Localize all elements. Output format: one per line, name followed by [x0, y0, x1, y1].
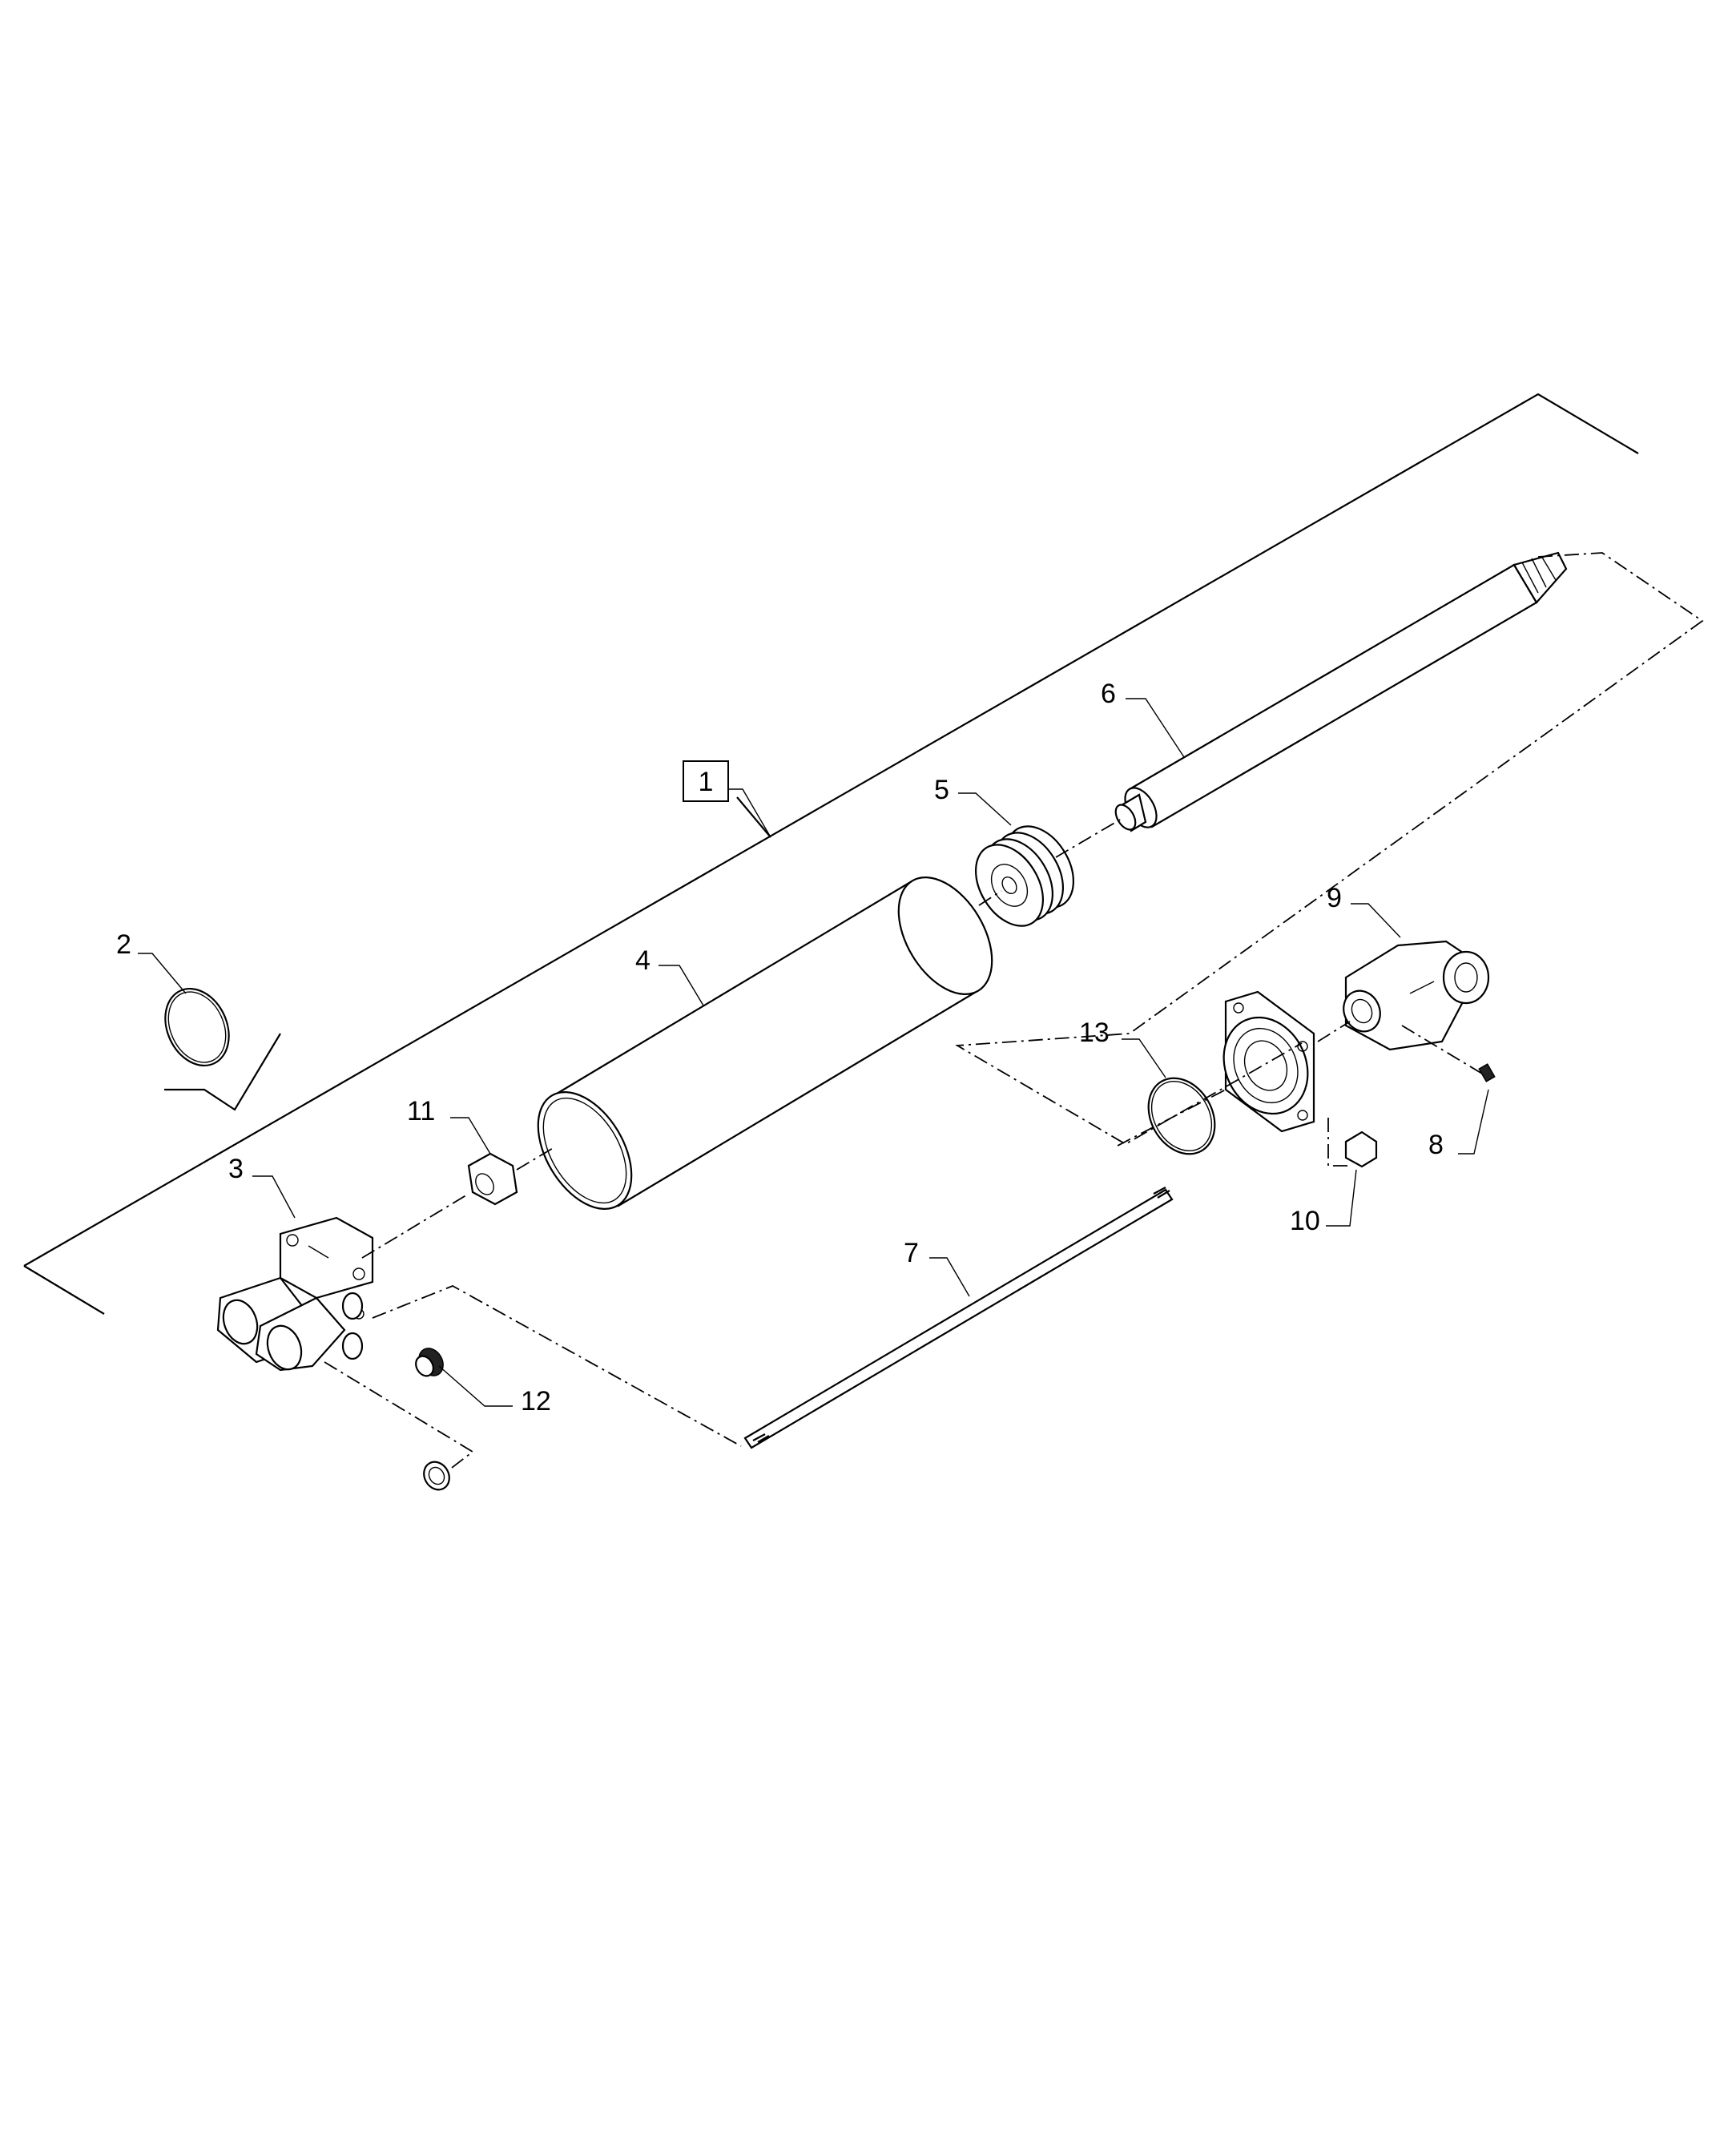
part-9-rod-clevis[interactable] [1337, 940, 1490, 1051]
assembly-bracket [23, 393, 1639, 1315]
callout-12-label: 12 [521, 1386, 551, 1417]
callout-11-label: 11 [407, 1096, 435, 1126]
callout-1[interactable]: 1 [683, 760, 771, 838]
callout-5[interactable]: 5 [934, 775, 1012, 826]
callout-7-label: 7 [904, 1238, 919, 1268]
callout-13-label: 13 [1079, 1018, 1110, 1048]
part-10-nut[interactable] [1344, 1130, 1378, 1168]
gland-housing [1222, 990, 1315, 1133]
part-13-o-ring[interactable] [1135, 1066, 1228, 1167]
callout-6-label: 6 [1101, 679, 1116, 709]
callout-13[interactable]: 13 [1079, 1018, 1166, 1078]
callout-8-label: 8 [1428, 1130, 1444, 1160]
callout-9-label: 9 [1327, 883, 1342, 913]
callout-7[interactable]: 7 [904, 1238, 970, 1297]
callout-9[interactable]: 9 [1327, 883, 1401, 938]
part-4-barrel-tube[interactable] [519, 861, 1012, 1226]
part-8-set-screw[interactable] [1478, 1063, 1496, 1082]
callout-3[interactable]: 3 [228, 1154, 296, 1219]
callout-2[interactable]: 2 [116, 929, 187, 994]
callout-6[interactable]: 6 [1101, 679, 1185, 758]
part-12-fitting[interactable] [413, 1344, 448, 1380]
part-5-piston[interactable] [962, 814, 1087, 937]
part-6-piston-rod[interactable] [1112, 551, 1568, 833]
plug-fitting [423, 1461, 450, 1491]
callout-5-label: 5 [934, 775, 949, 805]
callout-4-label: 4 [635, 945, 650, 976]
callout-10[interactable]: 10 [1290, 1169, 1357, 1236]
callout-4[interactable]: 4 [635, 945, 704, 1006]
part-7-tie-rod[interactable] [743, 1187, 1174, 1449]
callout-1-label: 1 [699, 767, 714, 797]
part-2-o-ring[interactable] [153, 978, 240, 1076]
callout-2-label: 2 [116, 929, 131, 960]
assembly-centerlines [324, 552, 1704, 1471]
callout-12[interactable]: 12 [438, 1365, 551, 1417]
part-3-base-end-cap[interactable] [216, 1216, 374, 1374]
callout-11[interactable]: 11 [407, 1096, 491, 1155]
part-11-lock-nut[interactable] [467, 1152, 518, 1206]
callout-8[interactable]: 8 [1428, 1089, 1489, 1160]
callout-10-label: 10 [1290, 1206, 1320, 1236]
callout-3-label: 3 [228, 1154, 244, 1184]
